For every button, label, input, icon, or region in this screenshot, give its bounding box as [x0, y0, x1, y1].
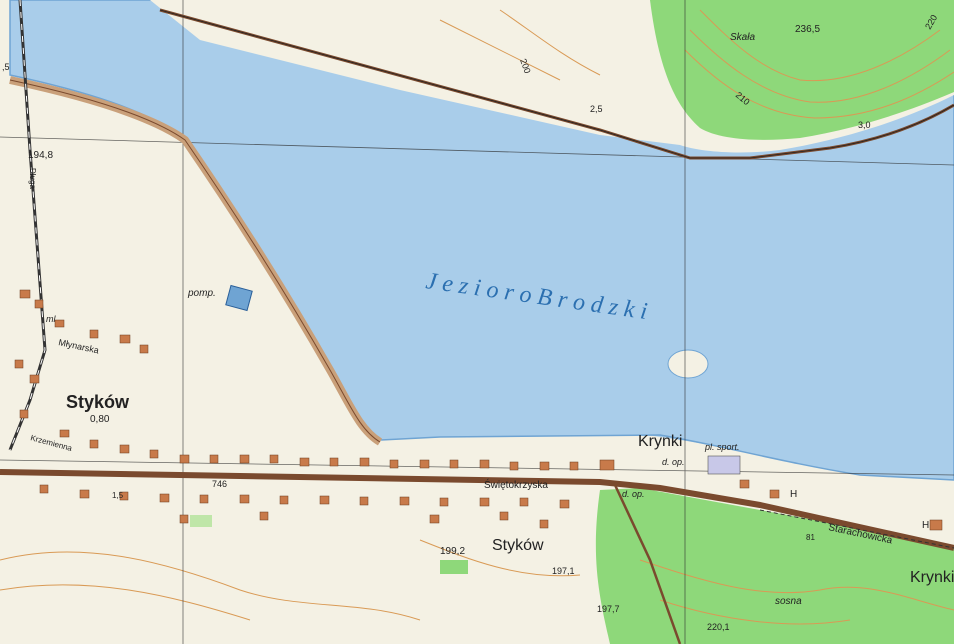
krynki-label: Krynki [638, 433, 682, 450]
label-5: ,5 [2, 62, 10, 72]
contour-200: 200 [518, 57, 533, 75]
depth-3-0: 3,0 [858, 120, 871, 130]
elevation-197-1: 197,1 [552, 566, 575, 576]
sports-field-label: pl. sport. [704, 442, 740, 452]
sports-field [707, 455, 741, 475]
village-styków-label: Styków [66, 392, 130, 412]
h-label-1: H [790, 489, 797, 500]
depth-label: 0,80 [90, 414, 110, 425]
d-op-label-2: d. op. [622, 489, 645, 499]
main-road-746 [0, 469, 954, 551]
village-styków-south-label: Styków [492, 537, 544, 554]
mill-label: ml [46, 314, 56, 324]
railway-east [759, 509, 954, 549]
elevation-199-2: 199,2 [440, 546, 465, 557]
d-op-label: d. op. [662, 457, 685, 467]
depth-2-5: 2,5 [590, 104, 603, 114]
green-patch [440, 560, 468, 574]
elevation-236-5: 236,5 [795, 24, 820, 35]
elevation-220-1: 220,1 [707, 622, 730, 632]
sosna-label: sosna [775, 596, 802, 607]
street-swietokrzyska-label: Świętokrzyska [484, 478, 548, 491]
elevation-194-8: 194,8 [28, 150, 53, 161]
skala-label: Skała [730, 32, 755, 43]
elevation-197-7: 197,7 [597, 604, 620, 614]
pump-station-pond [225, 284, 253, 312]
contours [0, 9, 954, 625]
road-number-label: 746 [212, 479, 227, 489]
pump-label: pomp. [187, 288, 216, 299]
label-81: 81 [806, 533, 815, 542]
krynki-east-label: Krynki [910, 569, 954, 586]
south-road [613, 484, 682, 644]
green-patch-2 [190, 515, 212, 527]
island [667, 349, 709, 379]
street-dluga-label: Długa [28, 168, 37, 189]
buildings [14, 289, 943, 531]
h-label-2: H [922, 520, 929, 531]
depth-1-5: 1,5 [112, 491, 124, 500]
